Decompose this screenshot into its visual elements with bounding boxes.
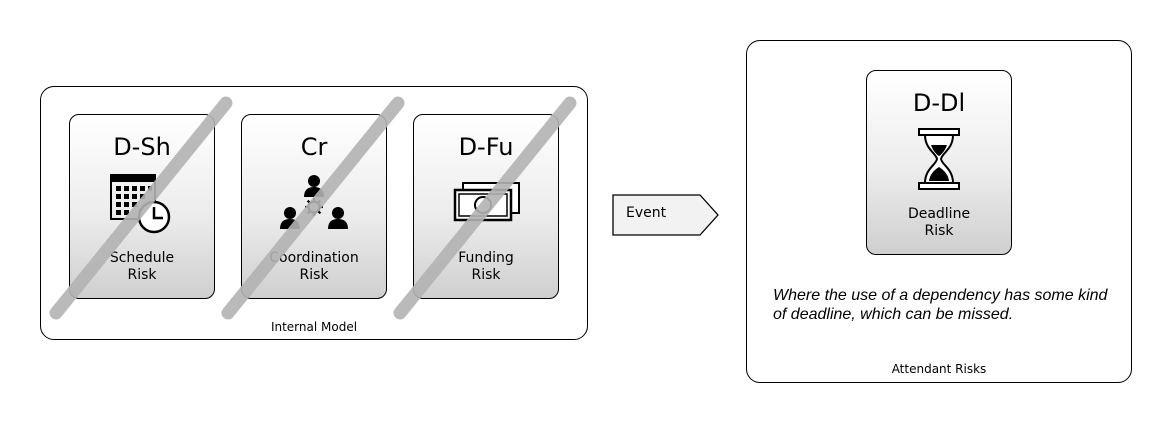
strike-line <box>221 96 405 320</box>
risk-code: Cr <box>300 133 328 161</box>
event-tag: Event <box>612 194 720 240</box>
risk-card-schedule: D-Sh Schedule Risk <box>69 114 215 299</box>
attendant-risks-label: Attendant Risks <box>891 362 987 376</box>
risk-name: Coordination Risk <box>242 250 386 284</box>
risk-name-line2: Risk <box>924 223 954 239</box>
risk-description: Where the use of a dependency has some k… <box>773 287 1108 323</box>
risk-name-line1: Coordination <box>269 250 359 266</box>
risk-name-line1: Funding <box>458 250 514 266</box>
risk-name-line1: Deadline <box>907 206 971 222</box>
risk-name: Deadline Risk <box>867 206 1011 240</box>
risk-name-line2: Risk <box>471 267 501 283</box>
risk-code: D-Dl <box>912 89 966 117</box>
risk-code: D-Fu <box>458 133 514 161</box>
risk-name: Schedule Risk <box>70 250 214 284</box>
strike-line <box>393 96 577 320</box>
risk-code: D-Sh <box>113 133 171 161</box>
risk-name-line2: Risk <box>127 267 157 283</box>
risk-name-line1: Schedule <box>109 250 175 266</box>
event-label: Event <box>626 205 667 221</box>
risk-name-line2: Risk <box>299 267 329 283</box>
hourglass-icon <box>867 123 1011 193</box>
risk-name: Funding Risk <box>414 250 558 284</box>
internal-model-label: Internal Model <box>270 320 358 334</box>
strike-line <box>49 96 233 320</box>
risk-card-deadline: D-Dl Deadline Risk <box>866 70 1012 255</box>
